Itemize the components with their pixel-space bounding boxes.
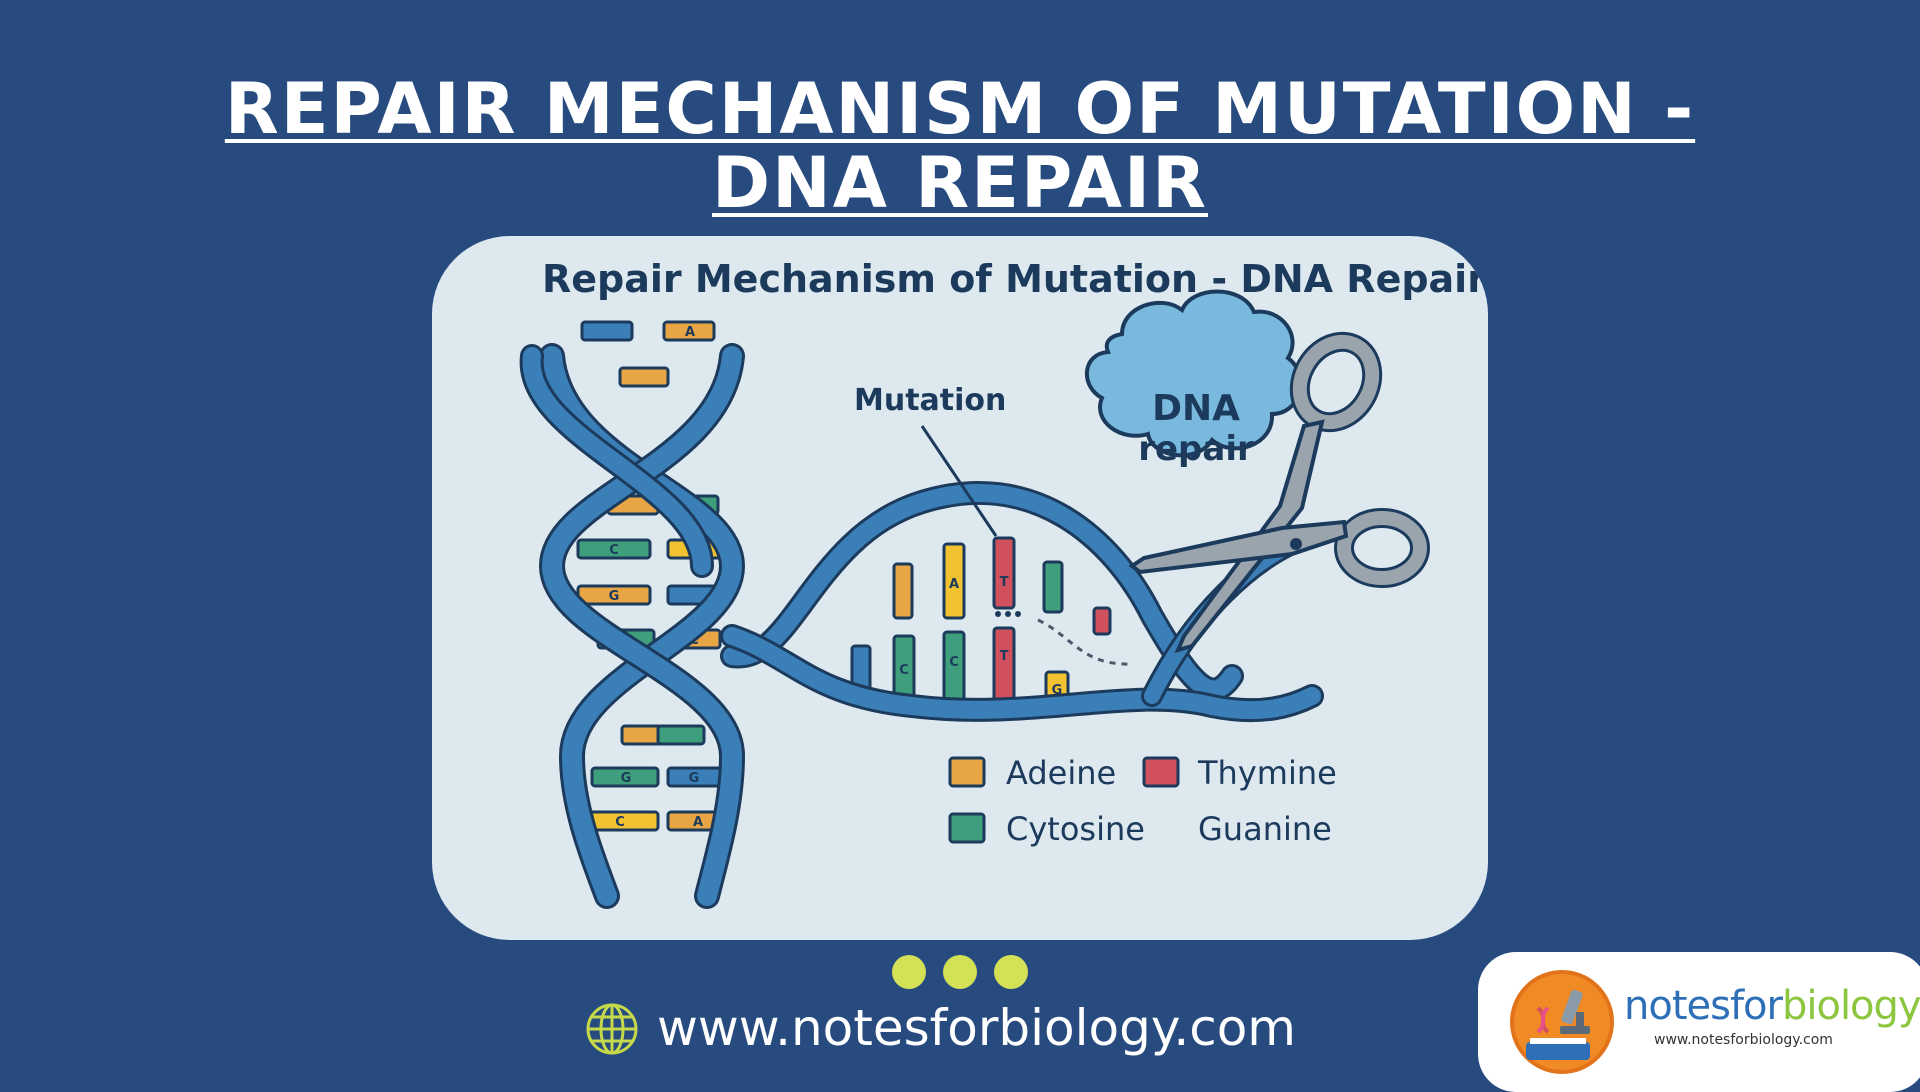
mutation-break: [995, 611, 1021, 617]
base-letter: C: [949, 655, 959, 670]
brand-logo[interactable]: notesforbiology www.notesforbiology.com: [1478, 952, 1920, 1092]
dot: [994, 955, 1028, 989]
logo-name-part1: notesfor: [1624, 983, 1783, 1029]
page-title: REPAIR MECHANISM OF MUTATION - DNA REPAI…: [0, 72, 1920, 220]
dot: [892, 955, 926, 989]
mutation-pointer: [920, 425, 998, 537]
legend-label-adenine: Adeine: [1006, 754, 1116, 792]
base-letter: T: [1000, 575, 1009, 590]
base-pair-rung: [590, 766, 660, 788]
base-letter: G: [621, 771, 632, 786]
pagination-dots: [892, 955, 1028, 991]
base-letter: G: [689, 771, 700, 786]
diagram-card: Repair Mechanism of Mutation - DNA Repai…: [432, 236, 1488, 940]
base-pair-rung: [992, 626, 1016, 704]
mutation-label: Mutation: [854, 383, 1006, 418]
microscope-logo-icon: [1510, 970, 1614, 1074]
legend-label-guanine: Guanine: [1198, 810, 1332, 848]
legend-swatch-adenine: [948, 756, 986, 788]
base-pair-rung: [580, 320, 634, 342]
base-pair-rung: [1042, 560, 1064, 614]
repair-dotted-path: [1037, 618, 1133, 666]
base-pair-rung: [656, 724, 706, 746]
base-pair-rung: [576, 538, 652, 560]
base-pair-rung: [618, 366, 670, 388]
footer-website: www.notesforbiology.com: [585, 996, 1305, 1060]
legend-swatch-thymine: [1142, 756, 1180, 788]
globe-icon: [586, 1003, 638, 1055]
left-helix: A T C G G C G G C A: [519, 320, 746, 909]
cloud-icon: [1085, 289, 1303, 458]
bubble-text-line2: repair: [1138, 429, 1254, 469]
base-letter: G: [1052, 683, 1063, 698]
legend-label-thymine: Thymine: [1197, 754, 1337, 792]
base-letter: A: [949, 577, 959, 592]
scissors-icon: [1128, 331, 1430, 654]
base-pair-rung: [620, 724, 664, 746]
base-letter: C: [899, 663, 909, 678]
footer-url-text[interactable]: www.notesforbiology.com: [657, 999, 1297, 1057]
base-pair-rung: [662, 320, 716, 342]
page-title-line1: REPAIR MECHANISM OF MUTATION -: [224, 68, 1696, 150]
legend-label-cytosine: Cytosine: [1006, 810, 1145, 848]
base-pair-rung: [1092, 606, 1112, 636]
logo-url: www.notesforbiology.com: [1654, 1032, 1833, 1048]
base-letter: A: [685, 325, 695, 340]
base-letter: A: [693, 815, 703, 830]
base-letter: G: [609, 589, 620, 604]
legend: Adeine Thymine Cytosine Guanine: [948, 754, 1337, 848]
logo-name: notesforbiology: [1624, 982, 1920, 1030]
base-letter: C: [609, 543, 619, 558]
base-pair-rung: [892, 562, 914, 620]
logo-name-part2: biology: [1781, 983, 1920, 1029]
dna-repair-diagram: Repair Mechanism of Mutation - DNA Repai…: [519, 257, 1486, 909]
base-pair-rung: [992, 536, 1016, 610]
page-title-line2: DNA REPAIR: [712, 142, 1208, 224]
base-letter: C: [615, 815, 625, 830]
diagram-heading: Repair Mechanism of Mutation - DNA Repai…: [542, 257, 1486, 301]
legend-swatch-cytosine: [948, 812, 986, 844]
base-pair-rung: [942, 542, 966, 620]
dot: [943, 955, 977, 989]
bubble-text-line1: DNA: [1152, 388, 1240, 429]
base-letter: T: [1000, 649, 1009, 664]
